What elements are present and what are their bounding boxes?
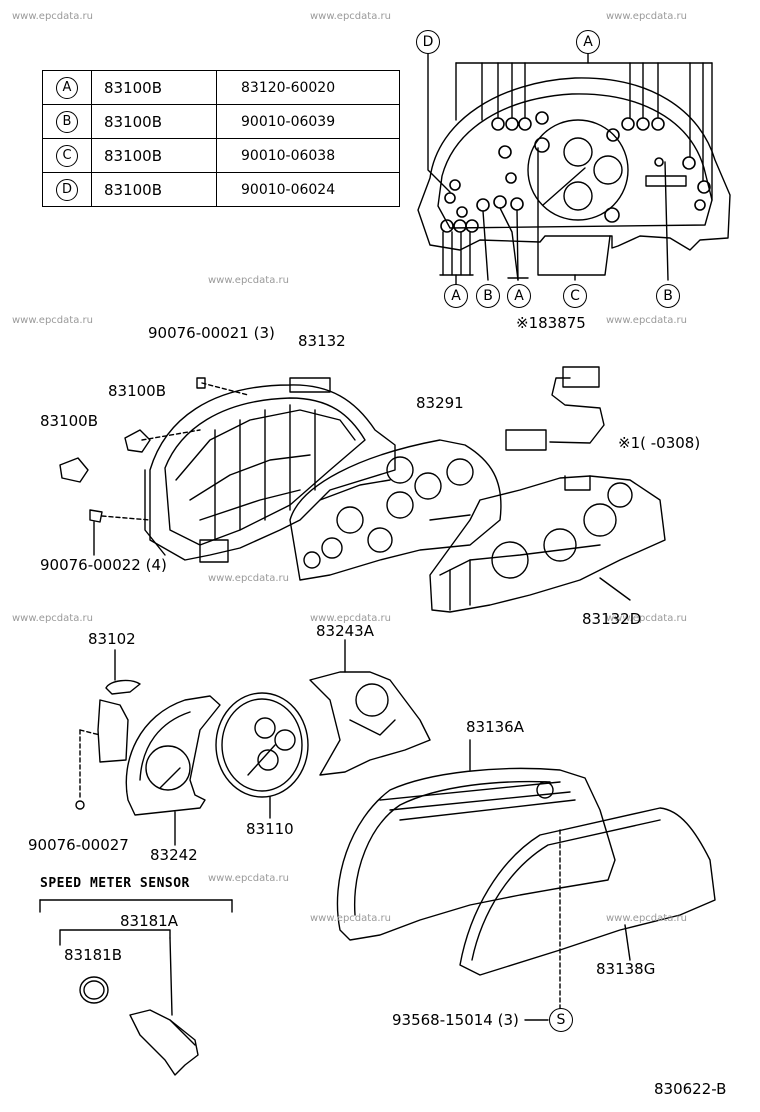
label-screw-90076-00021: 90076-00021 (3) [148,324,275,342]
legend-row: B 83100B 90010-06039 [42,104,400,139]
callout-a-bottom-1: A [444,284,468,308]
rear-housing-83132D [429,475,666,613]
watermark: www.epcdata.ru [12,315,93,326]
label-note-1: ※1( -0308) [618,434,701,452]
legend-row: C 83100B 90010-06038 [42,138,400,173]
label-83132: 83132 [298,332,346,350]
label-83242: 83242 [150,846,198,864]
legend-number: 90010-06038 [216,138,400,173]
callout-d-top: D [416,30,440,54]
legend-row: A 83100B 83120-60020 [42,70,400,105]
label-speed-meter-sensor: SPEED METER SENSOR [40,876,190,891]
legend-part: 83100B [91,138,217,173]
legend-ref: B [56,110,78,133]
bulb-location-view [417,52,731,286]
watermark: www.epcdata.ru [12,613,93,624]
legend-part: 83100B [91,104,217,139]
watermark: www.epcdata.ru [606,613,687,624]
legend-part: 83100B [91,172,217,207]
part-83102 [75,649,141,810]
legend-ref: C [56,144,78,167]
legend-number: 90010-06024 [216,172,400,207]
cover-83136A [336,739,616,941]
label-83243a: 83243A [316,622,374,640]
watermark: www.epcdata.ru [208,275,289,286]
watermark: www.epcdata.ru [208,573,289,584]
label-83132d: 83132D [582,610,642,628]
printed-circuit-83291 [289,439,502,581]
meter-case-83132 [144,377,396,563]
wire-harness-183875 [505,366,605,451]
label-83102: 83102 [88,630,136,648]
watermark: www.epcdata.ru [606,315,687,326]
callout-b-bottom-1: B [476,284,500,308]
label-83100b-lower: 83100B [40,412,99,430]
legend-ref: D [56,178,78,201]
label-83181b: 83181B [64,946,123,964]
watermark: www.epcdata.ru [208,873,289,884]
label-83110: 83110 [246,820,294,838]
plate-83243A [309,639,431,776]
speed-sensor [39,899,233,1076]
small-parts [59,377,249,556]
callout-c-bottom: C [563,284,587,308]
speedometer-83110 [215,692,309,819]
callout-s-screw: S [549,1008,573,1032]
watermark: www.epcdata.ru [606,913,687,924]
reference-legend-table: A 83100B 83120-60020 B 83100B 90010-0603… [42,70,400,207]
dial-plate-83242 [125,695,221,846]
label-screw-90076-00027: 90076-00027 [28,836,129,854]
label-83291: 83291 [416,394,464,412]
callout-a-top: A [576,30,600,54]
watermark: www.epcdata.ru [606,11,687,22]
legend-number: 83120-60020 [216,70,400,105]
label-screw-90076-00022: 90076-00022 (4) [40,556,167,574]
watermark: www.epcdata.ru [310,613,391,624]
label-183875: ※183875 [516,314,586,332]
diagram-number: 830622-B [654,1080,727,1098]
legend-number: 90010-06039 [216,104,400,139]
label-83136a: 83136A [466,718,524,736]
watermark: www.epcdata.ru [310,11,391,22]
callout-b-bottom-2: B [656,284,680,308]
label-83181a: 83181A [120,912,178,930]
legend-ref: A [56,76,78,99]
callout-a-bottom-2: A [507,284,531,308]
legend-row: D 83100B 90010-06024 [42,172,400,207]
legend-part: 83100B [91,70,217,105]
watermark: www.epcdata.ru [12,11,93,22]
glass-83138G [459,807,716,976]
label-83138g: 83138G [596,960,656,978]
label-83100b-upper: 83100B [108,382,167,400]
label-screw-93568-15014: 93568-15014 (3) [392,1011,519,1029]
watermark: www.epcdata.ru [310,913,391,924]
